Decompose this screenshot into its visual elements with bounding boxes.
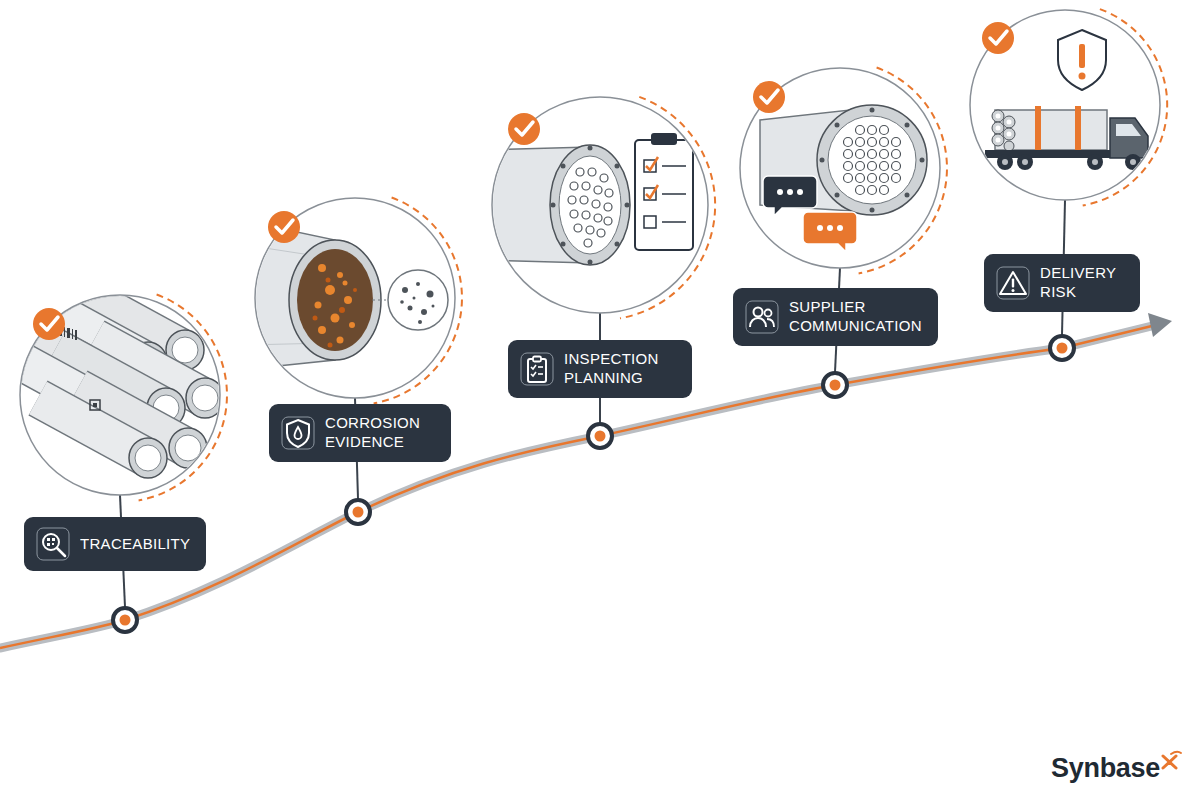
communication-illustration xyxy=(740,68,947,274)
milestone-box: TRACEABILITY xyxy=(24,517,206,571)
milestone-icon xyxy=(996,266,1030,300)
timeline-curve xyxy=(0,313,1172,648)
inspection-illustration xyxy=(480,97,715,318)
corrosion-illustration xyxy=(240,198,462,404)
milestone-box: CORROSION EVIDENCE xyxy=(269,404,451,462)
milestone-icon xyxy=(745,300,779,334)
milestone-box: SUPPLIER COMMUNICATION xyxy=(733,288,938,346)
milestone-box: INSPECTION PLANNING xyxy=(508,340,692,398)
milestone-icon xyxy=(36,527,70,561)
milestone-label: SUPPLIER COMMUNICATION xyxy=(789,298,926,336)
milestone-label: INSPECTION PLANNING xyxy=(564,350,680,388)
logo-mark xyxy=(1163,752,1181,768)
milestone-icon xyxy=(520,352,554,386)
delivery-illustration xyxy=(970,9,1167,205)
milestone-icon xyxy=(281,416,315,450)
brand-logo: Synbase xyxy=(1051,753,1160,784)
milestone-label: DELIVERY RISK xyxy=(1040,264,1128,302)
milestone-box: DELIVERY RISK xyxy=(984,254,1140,312)
milestone-label: CORROSION EVIDENCE xyxy=(325,414,439,452)
timeline-dots xyxy=(113,336,1074,632)
milestone-label: TRACEABILITY xyxy=(80,535,194,554)
pipes-illustration xyxy=(0,290,227,500)
